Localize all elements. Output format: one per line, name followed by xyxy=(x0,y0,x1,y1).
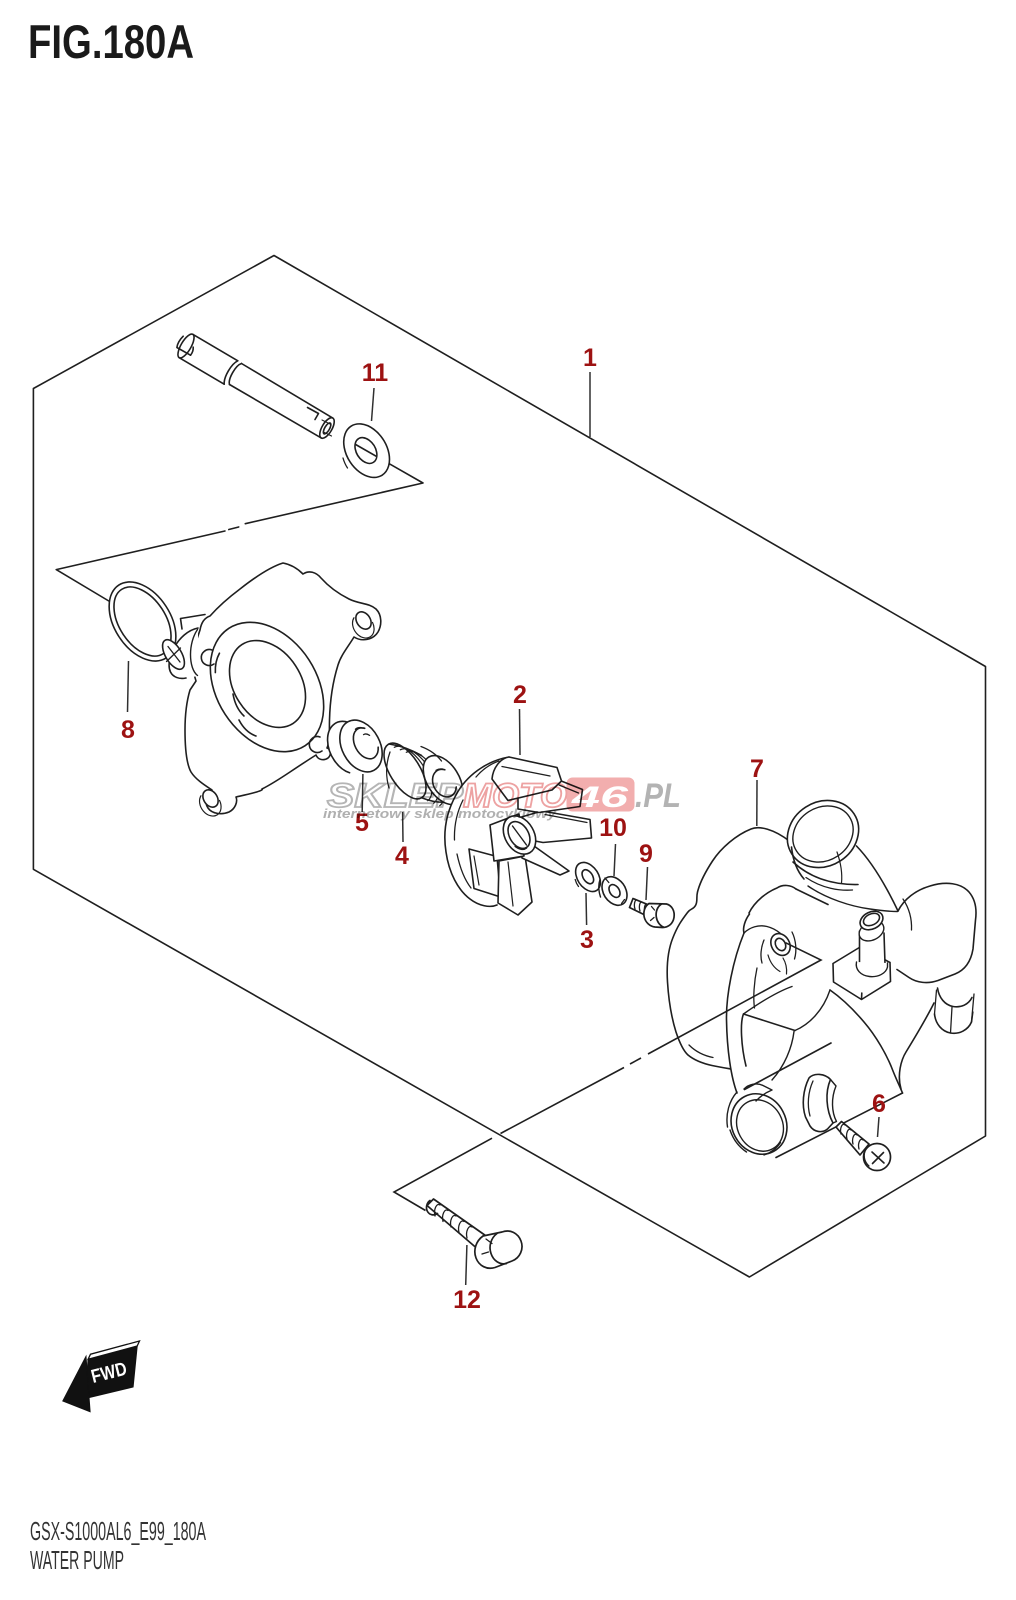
svg-text:5: 5 xyxy=(355,809,369,837)
svg-text:4: 4 xyxy=(395,842,409,870)
svg-text:8: 8 xyxy=(121,716,135,744)
svg-text:GSX-S1000AL6_E99_180A: GSX-S1000AL6_E99_180A xyxy=(30,1516,206,1546)
svg-text:3: 3 xyxy=(580,926,594,954)
svg-text:9: 9 xyxy=(639,840,653,868)
svg-text:internetowy sklep motocyklowy: internetowy sklep motocyklowy xyxy=(323,806,557,821)
svg-text:.PL: .PL xyxy=(635,777,681,815)
svg-text:2: 2 xyxy=(513,681,527,709)
svg-text:6: 6 xyxy=(872,1090,886,1118)
svg-text:12: 12 xyxy=(453,1286,481,1314)
svg-text:7: 7 xyxy=(750,755,764,783)
svg-text:WATER PUMP: WATER PUMP xyxy=(30,1545,124,1575)
svg-text:SKLEP: SKLEP xyxy=(327,777,463,815)
svg-text:46: 46 xyxy=(570,781,628,814)
svg-text:10: 10 xyxy=(599,814,627,842)
svg-text:FIG.180A: FIG.180A xyxy=(28,15,194,68)
svg-text:MOTO: MOTO xyxy=(463,777,567,815)
svg-text:11: 11 xyxy=(362,359,389,387)
svg-text:1: 1 xyxy=(583,344,597,372)
